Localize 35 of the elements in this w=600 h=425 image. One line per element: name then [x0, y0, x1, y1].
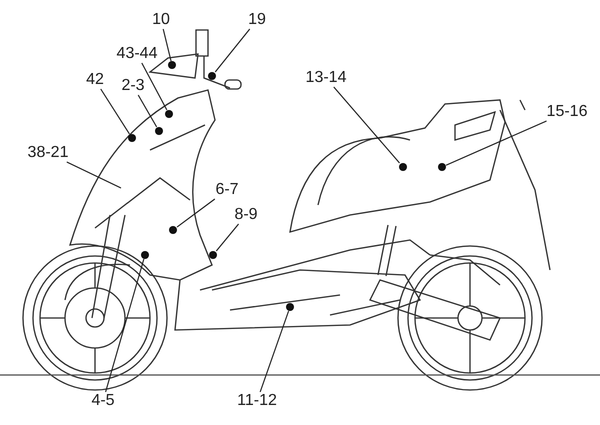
callout-number: 38-21: [26, 144, 70, 162]
leader-line: [66, 162, 122, 188]
leader-line: [141, 62, 168, 110]
callout-number: 19: [247, 11, 267, 29]
leader-line: [214, 28, 250, 72]
leader-line: [162, 28, 172, 62]
leader-line: [216, 224, 239, 252]
leader-line: [446, 120, 547, 166]
callout-number: 13-14: [304, 69, 348, 87]
marker-dot: [155, 127, 163, 135]
marker-dot: [169, 226, 177, 234]
callout-number: 11-12: [236, 392, 278, 410]
leader-line: [105, 258, 144, 392]
leader-line: [100, 88, 130, 134]
callout-number: 8-9: [233, 206, 259, 224]
marker-dot: [399, 163, 407, 171]
leader-line: [260, 310, 290, 392]
leader-line: [138, 94, 158, 128]
callout-number: 4-5: [90, 392, 116, 410]
callout-number: 2-3: [120, 77, 146, 95]
marker-dot: [165, 110, 173, 118]
callout-number: 6-7: [214, 181, 240, 199]
marker-dot: [209, 251, 217, 259]
callout-number: 15-16: [546, 103, 588, 121]
leader-line: [333, 86, 400, 164]
leader-line: [176, 198, 216, 228]
marker-dot: [286, 303, 294, 311]
marker-dot: [141, 251, 149, 259]
callout-number: 10: [151, 11, 171, 29]
callout-number: 42: [85, 71, 105, 89]
callout-number: 43-44: [116, 45, 158, 63]
marker-dot: [128, 134, 136, 142]
marker-dot: [438, 163, 446, 171]
marker-dot: [168, 61, 176, 69]
marker-dot: [208, 72, 216, 80]
